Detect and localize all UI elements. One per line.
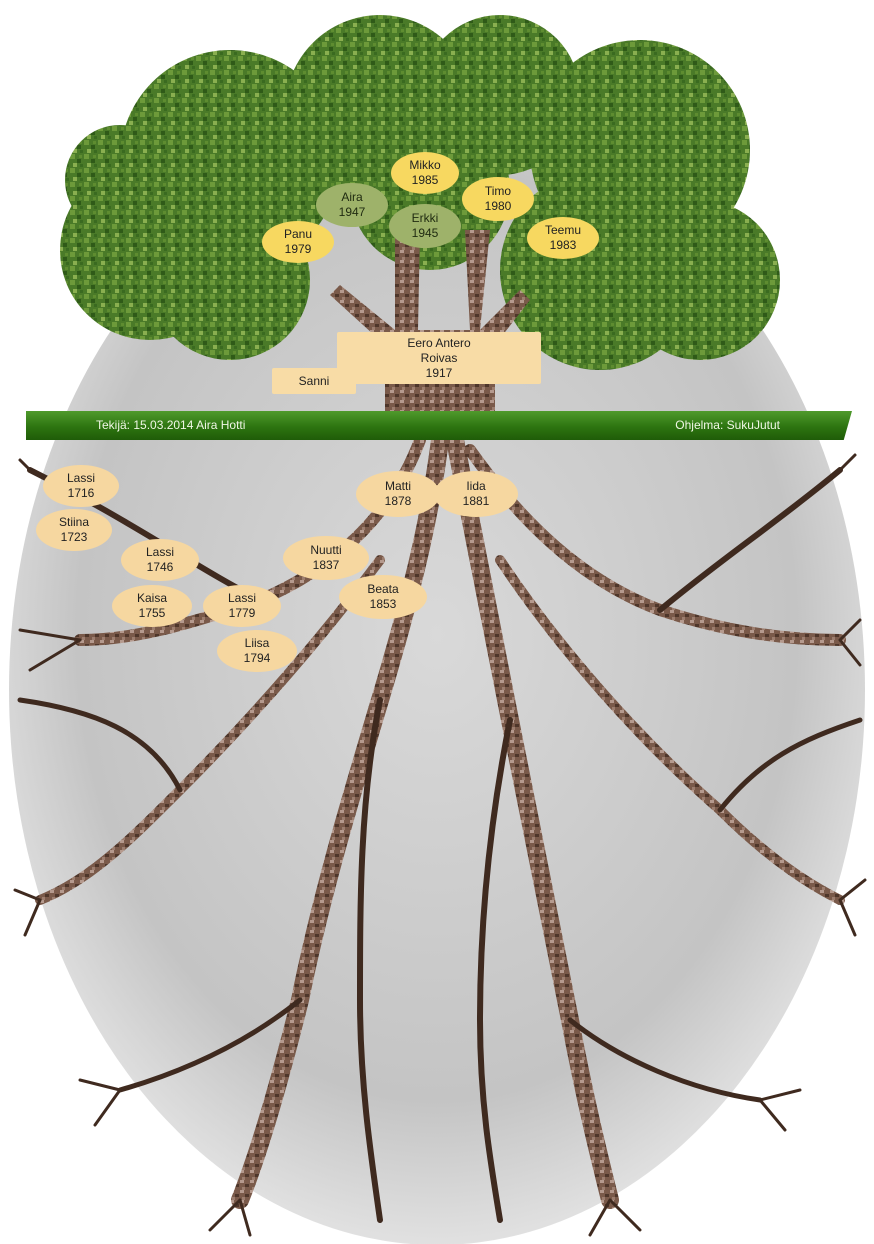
descendant-node-panu: Panu 1979 bbox=[262, 221, 334, 263]
ancestor-node: Matti 1878 bbox=[356, 471, 440, 517]
info-band: Tekijä: 15.03.2014 Aira Hotti Ohjelma: S… bbox=[26, 411, 852, 440]
ancestor-node: Beata 1853 bbox=[339, 575, 427, 619]
descendant-year: 1980 bbox=[484, 199, 512, 213]
focus-person-line1: Eero Antero bbox=[407, 335, 471, 350]
descendant-name: Panu bbox=[283, 227, 313, 241]
descendant-name: Erkki bbox=[411, 211, 439, 225]
ancestor-node: Kaisa 1755 bbox=[112, 585, 192, 627]
ancestor-name: Beata bbox=[367, 582, 399, 596]
ancestor-node: Nuutti 1837 bbox=[283, 536, 369, 580]
descendant-node-aira: Aira 1947 bbox=[316, 183, 388, 227]
descendant-node-teemu: Teemu 1983 bbox=[527, 217, 599, 259]
ancestor-name: Stiina bbox=[58, 515, 90, 529]
descendant-name: Mikko bbox=[409, 158, 441, 172]
ancestor-year: 1779 bbox=[228, 606, 256, 620]
descendant-node-erkki: Erkki 1945 bbox=[389, 204, 461, 248]
descendant-name: Timo bbox=[484, 184, 512, 198]
ancestor-node: Lassi 1779 bbox=[203, 585, 281, 627]
ancestor-year: 1723 bbox=[60, 530, 88, 544]
ancestor-year: 1878 bbox=[384, 494, 412, 508]
ancestor-year: 1716 bbox=[67, 486, 95, 500]
ancestor-name: Liisa bbox=[244, 636, 270, 650]
descendant-name: Aira bbox=[341, 190, 363, 204]
ancestor-year: 1794 bbox=[243, 651, 271, 665]
spouse-name: Sanni bbox=[298, 374, 330, 388]
descendant-year: 1945 bbox=[411, 226, 439, 240]
author-text: Tekijä: 15.03.2014 Aira Hotti bbox=[96, 418, 246, 432]
ancestor-name: Lassi bbox=[145, 545, 174, 559]
ancestor-name: Nuutti bbox=[310, 543, 342, 557]
ancestor-node: Lassi 1746 bbox=[121, 539, 199, 581]
program-text: Ohjelma: SukuJutut bbox=[675, 418, 780, 432]
descendant-year: 1947 bbox=[338, 205, 366, 219]
ancestor-year: 1746 bbox=[146, 560, 174, 574]
ancestor-year: 1853 bbox=[369, 597, 397, 611]
tree-crown bbox=[60, 15, 780, 370]
ancestor-name: Kaisa bbox=[136, 591, 168, 605]
descendant-node-timo: Timo 1980 bbox=[462, 177, 534, 221]
ancestor-year: 1755 bbox=[138, 606, 166, 620]
descendant-year: 1983 bbox=[549, 238, 577, 252]
ancestor-name: Matti bbox=[384, 479, 411, 493]
ancestor-name: Iida bbox=[466, 479, 486, 493]
focus-person-box: Eero Antero Roivas 1917 bbox=[337, 332, 541, 384]
focus-person-line3: 1917 bbox=[425, 365, 453, 380]
descendant-name: Teemu bbox=[544, 223, 582, 237]
focus-person-line2: Roivas bbox=[420, 350, 458, 365]
ancestor-year: 1881 bbox=[462, 494, 490, 508]
ancestor-node: Liisa 1794 bbox=[217, 630, 297, 672]
ancestor-name: Lassi bbox=[66, 471, 95, 485]
ancestor-node: Stiina 1723 bbox=[36, 509, 112, 551]
spouse-box: Sanni bbox=[272, 368, 356, 394]
descendant-year: 1979 bbox=[284, 242, 312, 256]
ancestor-year: 1837 bbox=[312, 558, 340, 572]
descendant-year: 1985 bbox=[411, 173, 439, 187]
descendant-node-mikko: Mikko 1985 bbox=[391, 152, 459, 194]
ancestor-node: Iida 1881 bbox=[434, 471, 518, 517]
ancestor-node: Lassi 1716 bbox=[43, 465, 119, 507]
ancestor-name: Lassi bbox=[227, 591, 256, 605]
